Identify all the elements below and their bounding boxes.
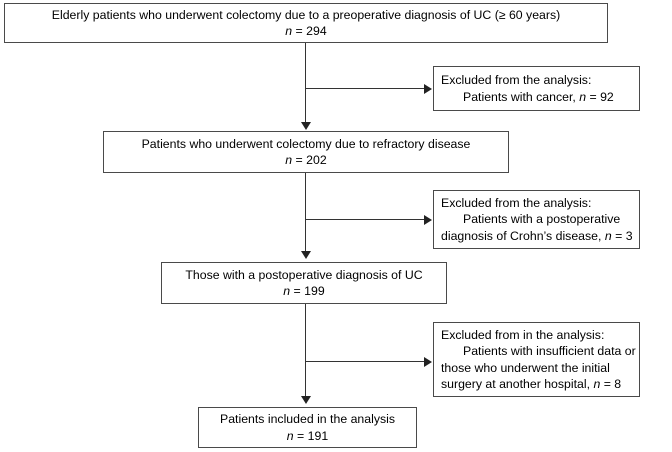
connector-branch-2 bbox=[305, 219, 425, 220]
n-italic: n bbox=[579, 89, 587, 104]
n-equals: = bbox=[611, 228, 626, 243]
exclusion-1-line1: Excluded from the analysis: bbox=[441, 73, 592, 87]
n-italic: n bbox=[593, 377, 601, 391]
node-box-enrolled: Elderly patients who underwent colectomy… bbox=[4, 3, 608, 43]
n-value: 202 bbox=[306, 153, 327, 167]
connector-trunk-1 bbox=[305, 43, 306, 125]
arrow-right-to-exclusion-3 bbox=[424, 357, 432, 367]
n-equals: = bbox=[600, 377, 615, 391]
exclusion-box-cancer: Excluded from the analysis: Patients wit… bbox=[433, 66, 640, 111]
node-included-line1: Patients included in the analysis bbox=[220, 412, 395, 426]
n-value: 8 bbox=[614, 377, 622, 391]
exclusion-2-text: diagnosis of Crohn’s disease, bbox=[441, 228, 605, 243]
arrow-right-to-exclusion-1 bbox=[424, 84, 432, 94]
n-value: 294 bbox=[306, 24, 327, 38]
node-box-included: Patients included in the analysis n = 19… bbox=[198, 407, 417, 448]
exclusion-box-insufficient-data: Excluded from in the analysis: Patients … bbox=[433, 322, 640, 397]
exclusion-3-line3: those who underwent the initial bbox=[441, 360, 610, 375]
node-postop-uc-count: n = 199 bbox=[162, 283, 446, 300]
n-equals: = bbox=[290, 284, 305, 298]
exclusion-2-line1: Excluded from the analysis: bbox=[441, 195, 592, 210]
n-equals: = bbox=[292, 24, 307, 38]
node-refractory-line1: Patients who underwent colectomy due to … bbox=[141, 136, 471, 151]
connector-branch-1 bbox=[305, 88, 425, 89]
n-italic: n bbox=[604, 228, 612, 243]
arrow-down-to-node3 bbox=[301, 251, 311, 259]
exclusion-2-line2: Patients with a postoperative bbox=[463, 212, 621, 227]
n-value: 92 bbox=[600, 89, 614, 104]
exclusion-1-line2: Patients with cancer, n = 92 bbox=[441, 89, 635, 106]
n-value: 191 bbox=[307, 428, 329, 443]
connector-trunk-2 bbox=[305, 173, 306, 254]
n-italic: n bbox=[285, 24, 293, 38]
node-box-postop-uc: Those with a postoperative diagnosis of … bbox=[161, 262, 447, 304]
connector-branch-3 bbox=[305, 361, 425, 362]
node-postop-uc-line1: Those with a postoperative diagnosis of … bbox=[185, 267, 423, 282]
arrow-down-to-node2 bbox=[301, 122, 311, 130]
n-equals: = bbox=[292, 153, 307, 167]
node-enrolled-count: n = 294 bbox=[5, 23, 607, 40]
exclusion-3-line4: surgery at another hospital, n = 8 bbox=[441, 376, 635, 393]
n-italic: n bbox=[283, 284, 291, 298]
arrow-down-to-node4 bbox=[301, 396, 311, 404]
n-equals: = bbox=[293, 428, 308, 443]
exclusion-3-line2: Patients with insufficient data or bbox=[463, 344, 636, 358]
n-equals: = bbox=[586, 89, 601, 104]
arrow-right-to-exclusion-2 bbox=[424, 215, 432, 225]
n-italic: n bbox=[286, 428, 294, 443]
connector-trunk-3 bbox=[305, 304, 306, 399]
node-box-refractory: Patients who underwent colectomy due to … bbox=[103, 131, 509, 173]
exclusion-2-line3: diagnosis of Crohn’s disease, n = 3 bbox=[441, 228, 635, 245]
exclusion-3-text: surgery at another hospital, bbox=[441, 377, 594, 391]
n-value: 199 bbox=[304, 284, 325, 298]
exclusion-1-text: Patients with cancer, bbox=[463, 89, 580, 104]
n-italic: n bbox=[285, 153, 293, 167]
node-refractory-count: n = 202 bbox=[104, 152, 508, 169]
exclusion-box-crohns: Excluded from the analysis: Patients wit… bbox=[433, 190, 640, 249]
n-value: 3 bbox=[625, 228, 633, 243]
node-enrolled-line1: Elderly patients who underwent colectomy… bbox=[51, 7, 561, 22]
exclusion-3-line1: Excluded from in the analysis: bbox=[441, 327, 605, 342]
node-included-count: n = 191 bbox=[199, 428, 416, 445]
